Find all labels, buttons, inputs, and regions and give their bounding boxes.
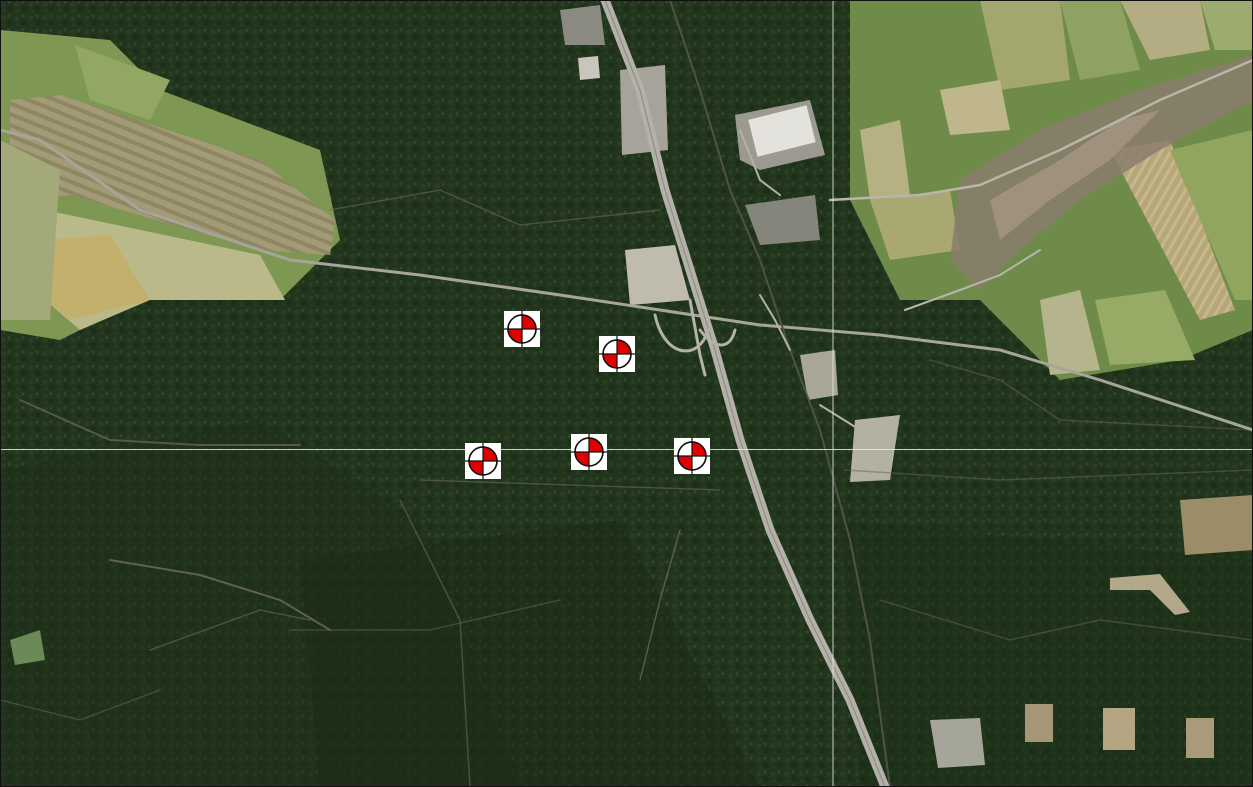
industrial-sites [560, 5, 985, 768]
survey-benchmark-icon [571, 434, 607, 470]
farmland-northwest [0, 30, 340, 340]
village [950, 55, 1253, 290]
survey-benchmark-icon [504, 311, 540, 347]
survey-point-1[interactable] [504, 311, 540, 347]
survey-benchmark-icon [599, 336, 635, 372]
survey-benchmark-icon [674, 438, 710, 474]
survey-point-4[interactable] [571, 434, 607, 470]
survey-benchmark-icon [465, 443, 501, 479]
survey-point-2[interactable] [599, 336, 635, 372]
farmland-northeast [850, 0, 1253, 380]
survey-point-3[interactable] [465, 443, 501, 479]
survey-point-5[interactable] [674, 438, 710, 474]
